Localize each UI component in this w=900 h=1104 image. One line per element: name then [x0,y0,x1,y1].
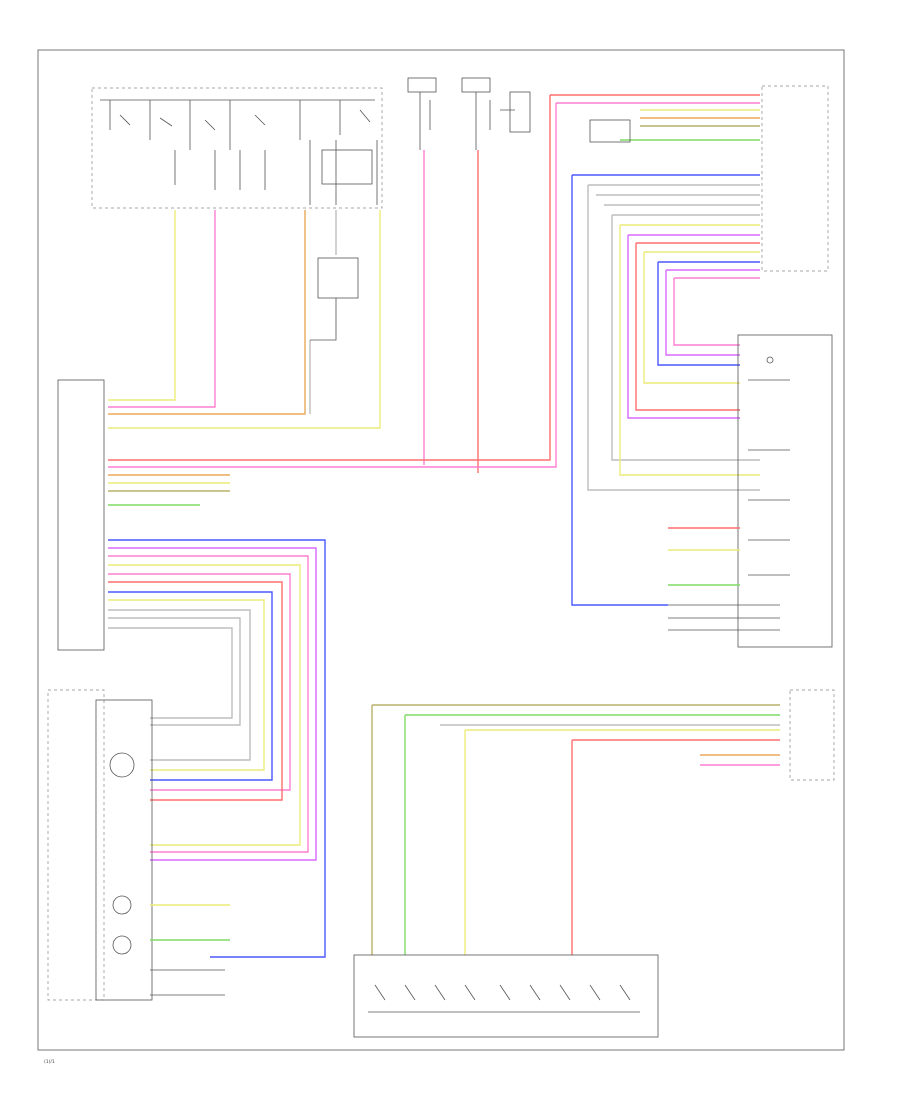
wire-red-main [108,95,551,461]
wire-pink-2 [673,277,760,346]
left-lower-black-leads [150,969,225,996]
left-fan-symbol [112,935,132,955]
wire-pink-main [108,103,557,468]
left-heater-symbol [112,895,132,915]
mirror-heater-relay [317,257,359,299]
wire-yellow-left-2 [108,599,265,771]
left-seat-module-box [57,379,105,651]
fuse-label-1 [407,77,437,93]
wire-grey-long [587,184,760,491]
wire-yellow-bottom [464,729,780,955]
wire-green-bottom [404,714,780,955]
wire-blue-2 [657,261,760,366]
wire-red-2 [635,242,760,411]
diagram-frame [37,49,845,1051]
wire-yellow-2 [108,210,381,429]
right-module-internals [748,379,790,576]
left-lower-dashed-outline [47,689,105,1001]
wire-orange-1 [108,210,306,415]
wire-yellow-3 [619,224,760,476]
wire-grey-4 [611,214,760,461]
fuse-box [509,91,531,133]
fuse-elements [429,100,515,130]
seat-switch-box [353,954,659,1038]
wire-violet-1 [627,234,760,419]
wire-yellow-1 [108,210,176,401]
outside-mirror-switch-assembly [91,87,383,209]
wire-grey-left [108,609,251,761]
mirror-switch-dashed-outline [91,87,383,209]
wire-grey-1 [309,210,337,414]
footer-page-label: (1)/1 [44,1059,55,1065]
wire-pink-left-2 [108,573,291,791]
top-right-junction [589,119,631,143]
right-module-black-leads [668,604,780,631]
wire-yellow-left [108,564,301,846]
seat-switch-contacts [374,984,631,1001]
wire-pink-1 [108,210,216,408]
fuse-bus-leads [419,92,477,150]
wire-violet-2 [665,269,760,356]
mirror-switch-contacts [109,100,371,150]
wire-red-bottom [571,739,780,955]
seat-memory-dashed-outline [789,689,835,781]
wire-red-left [108,581,283,801]
mirror-selector-box [321,149,373,185]
left-lower-module [95,699,153,1001]
right-module-terminal-1 [766,356,774,364]
wire-yellow-4 [643,251,760,384]
wire-blue-long [571,174,760,606]
fuse-label-2 [461,77,491,93]
mirror-heater-lead [310,298,337,341]
right-module-dashed-outline [761,85,829,272]
wire-blue-left [108,539,326,958]
right-seat-module-box [737,334,833,648]
wire-grey-left-3 [108,627,233,719]
left-motor-symbol [109,752,135,778]
fuse-block [407,77,531,150]
wire-violet-left [108,547,317,861]
wire-grey-left-2 [108,617,241,726]
mirror-switch-leads [174,140,378,205]
wire-olive-bottom [371,704,780,955]
wire-blue-left-2 [108,591,273,781]
wire-pink-left [108,555,309,853]
